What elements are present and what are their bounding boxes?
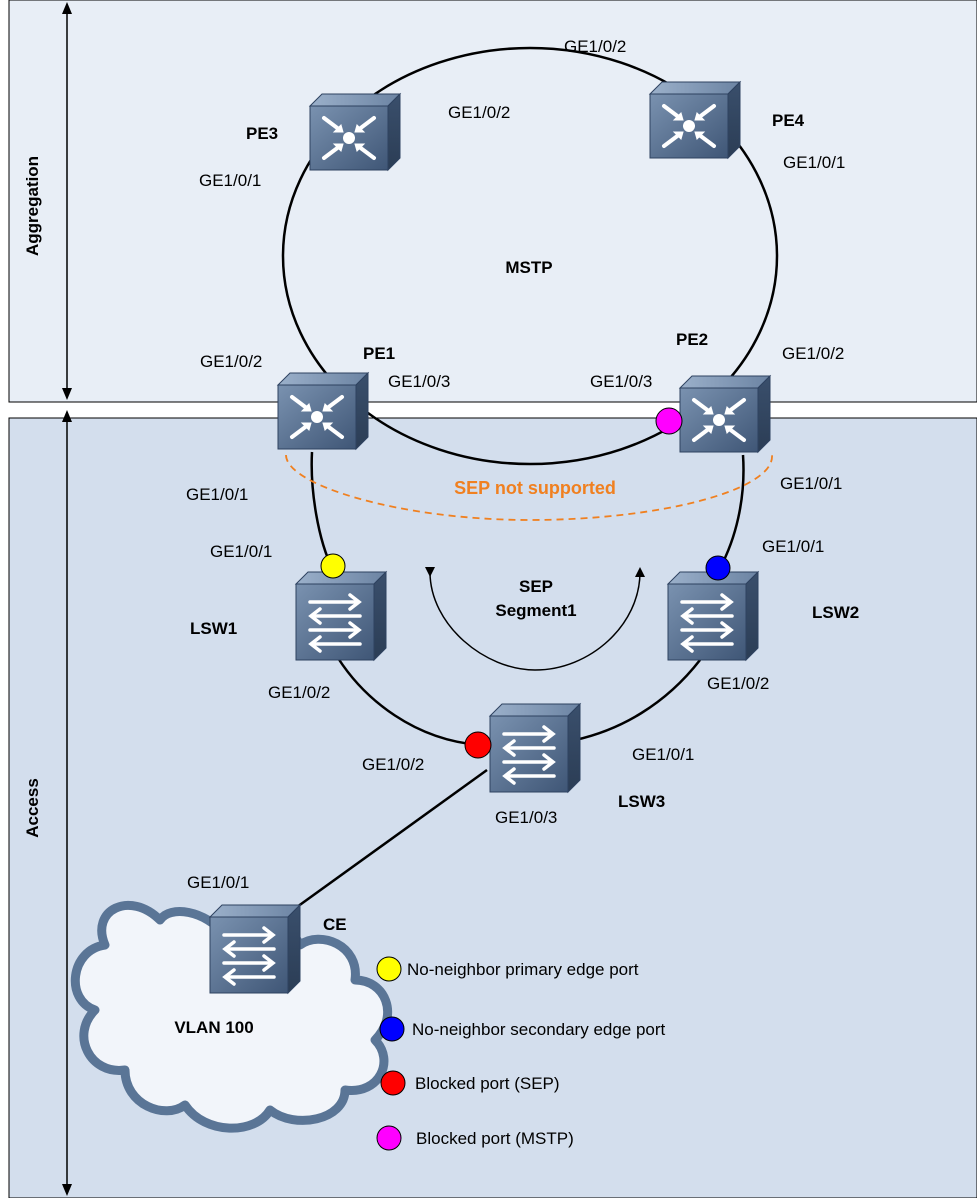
lsw3-port-ge1-0-3: GE1/0/3 (495, 808, 557, 827)
lsw1-switch-icon (294, 570, 388, 662)
legend-label: No-neighbor secondary edge port (412, 1020, 666, 1039)
legend-item-sep-blocked: Blocked port (SEP) (380, 1070, 560, 1096)
legend-item-primary-edge: No-neighbor primary edge port (376, 956, 639, 982)
lsw1-label: LSW1 (190, 619, 237, 638)
ce-switch-icon (208, 903, 302, 995)
aggregation-height-arrow (62, 2, 72, 400)
legend-label: No-neighbor primary edge port (407, 960, 639, 979)
legend-label: Blocked port (MSTP) (416, 1129, 574, 1148)
legend-swatch-yellow (376, 956, 402, 982)
lsw1-port-ge1-0-1: GE1/0/1 (210, 542, 272, 561)
pe2-label: PE2 (676, 330, 708, 349)
secondary-edge-port-marker (705, 555, 731, 581)
pe1-port-ge1-0-1: GE1/0/1 (186, 485, 248, 504)
lsw2-port-ge1-0-2: GE1/0/2 (707, 674, 769, 693)
pe4-port-ge1-0-1: GE1/0/1 (783, 153, 845, 172)
legend-label: Blocked port (SEP) (415, 1074, 560, 1093)
pe3-label: PE3 (246, 124, 278, 143)
primary-edge-port-marker (320, 553, 346, 579)
pe4-port-ge1-0-2: GE1/0/2 (564, 37, 626, 56)
mstp-blocked-port-marker (655, 407, 683, 435)
lsw3-switch-icon (488, 702, 582, 794)
sep-segment-arc (424, 566, 645, 671)
pe4-switch-icon (648, 80, 742, 160)
link-lsw1-lsw3 (336, 657, 481, 747)
access-zone-label: Access (23, 778, 42, 838)
mstp-ring (281, 46, 779, 466)
sep-blocked-port-marker (464, 731, 492, 759)
lsw1-port-ge1-0-2: GE1/0/2 (268, 683, 330, 702)
pe1-switch-icon (276, 371, 370, 451)
lsw2-switch-icon (666, 570, 760, 662)
pe2-port-ge1-0-2: GE1/0/2 (782, 344, 844, 363)
sep-label-line2: Segment1 (495, 601, 576, 620)
link-lsw2-lsw3 (574, 659, 701, 742)
aggregation-zone-label: Aggregation (23, 156, 42, 256)
link-lsw3-ce (289, 768, 488, 914)
legend-item-mstp-blocked: Blocked port (MSTP) (376, 1125, 574, 1151)
lsw2-label: LSW2 (812, 603, 859, 622)
access-height-arrow (62, 410, 72, 1196)
pe2-port-ge1-0-3: GE1/0/3 (590, 372, 652, 391)
lsw3-label: LSW3 (618, 792, 665, 811)
pe3-port-ge1-0-2: GE1/0/2 (448, 103, 510, 122)
sep-not-supported-label: SEP not supported (454, 478, 616, 498)
pe4-label: PE4 (772, 111, 805, 130)
mstp-label: MSTP (505, 258, 552, 277)
legend-swatch-blue (379, 1016, 405, 1042)
lsw3-port-ge1-0-1: GE1/0/1 (632, 745, 694, 764)
lsw2-port-ge1-0-1: GE1/0/1 (762, 537, 824, 556)
pe2-switch-icon (678, 374, 772, 454)
pe1-label: PE1 (363, 344, 395, 363)
pe1-port-ge1-0-2: GE1/0/2 (200, 352, 262, 371)
ce-label: CE (323, 915, 347, 934)
pe3-switch-icon (308, 92, 402, 172)
legend-item-secondary-edge: No-neighbor secondary edge port (379, 1016, 666, 1042)
aggregation-zone (8, 0, 977, 403)
vlan-label: VLAN 100 (174, 1018, 253, 1037)
legend: No-neighbor primary edge port No-neighbo… (376, 956, 666, 1151)
pe2-port-ge1-0-1: GE1/0/1 (780, 474, 842, 493)
lsw3-port-ge1-0-2: GE1/0/2 (362, 755, 424, 774)
ce-port-ge1-0-1: GE1/0/1 (187, 873, 249, 892)
pe1-port-ge1-0-3: GE1/0/3 (388, 372, 450, 391)
pe3-port-ge1-0-1: GE1/0/1 (199, 171, 261, 190)
legend-swatch-magenta (376, 1125, 402, 1151)
legend-swatch-red (380, 1070, 406, 1096)
sep-label-line1: SEP (519, 577, 553, 596)
